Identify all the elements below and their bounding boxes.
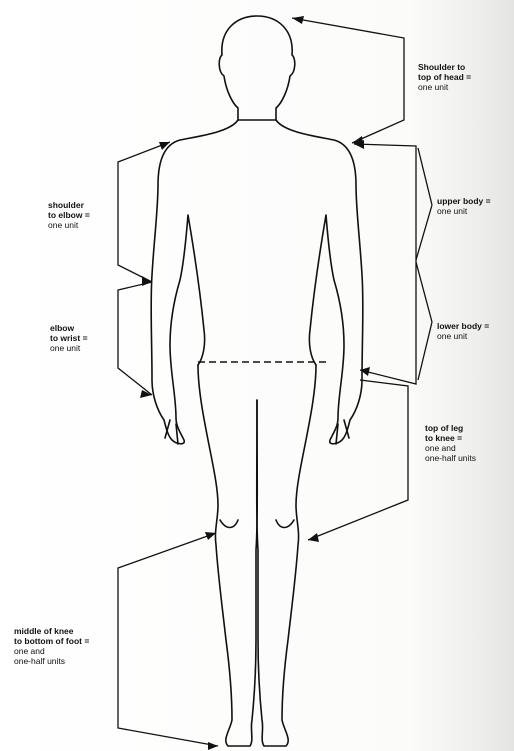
bracket-right-vertical bbox=[354, 144, 416, 384]
label-line: top of leg bbox=[425, 423, 476, 433]
label-line: top of head = bbox=[418, 72, 471, 82]
label-line: upper body = bbox=[437, 196, 491, 206]
label-knee-to-foot: middle of knee to bottom of foot = one a… bbox=[14, 626, 89, 666]
label-lower-body: lower body = one unit bbox=[437, 321, 489, 341]
label-line: to elbow = bbox=[48, 210, 90, 220]
label-line: to wrist = bbox=[50, 333, 88, 343]
right-body-outline bbox=[276, 120, 363, 444]
label-elbow-to-wrist: elbow to wrist = one unit bbox=[50, 323, 88, 353]
label-shoulder-to-head: Shoulder to top of head = one unit bbox=[418, 62, 471, 92]
leader-lower-body bbox=[416, 262, 432, 380]
left-leg-outline bbox=[198, 365, 257, 746]
label-line: one unit bbox=[418, 82, 471, 92]
arrowhead bbox=[205, 532, 216, 540]
bracket-knee-foot bbox=[118, 533, 218, 746]
bracket-elbow-wrist bbox=[118, 282, 152, 395]
label-shoulder-to-elbow: shoulder to elbow = one unit bbox=[48, 200, 90, 230]
label-line: Shoulder to bbox=[418, 62, 471, 72]
arrowhead bbox=[208, 742, 218, 750]
label-upper-body: upper body = one unit bbox=[437, 196, 491, 216]
head-outline bbox=[219, 16, 295, 120]
left-body-outline bbox=[151, 120, 238, 444]
label-line: one-half units bbox=[14, 656, 89, 666]
label-line: lower body = bbox=[437, 321, 489, 331]
bracket-shoulder-elbow bbox=[118, 142, 170, 282]
arrowhead bbox=[292, 16, 304, 24]
label-line: middle of knee bbox=[14, 626, 89, 636]
bracket-shoulder-head bbox=[292, 18, 404, 143]
arrowhead bbox=[308, 533, 319, 542]
label-line: one and bbox=[14, 646, 89, 656]
label-line: one unit bbox=[48, 220, 90, 230]
label-line: one unit bbox=[437, 331, 489, 341]
leader-upper-body bbox=[416, 148, 432, 260]
label-line: one unit bbox=[437, 206, 491, 216]
label-leg-to-knee: top of leg to knee = one and one-half un… bbox=[425, 423, 476, 463]
right-leg-outline bbox=[257, 365, 316, 746]
label-line: one-half units bbox=[425, 453, 476, 463]
label-line: to bottom of foot = bbox=[14, 636, 89, 646]
label-line: elbow bbox=[50, 323, 88, 333]
label-line: shoulder bbox=[48, 200, 90, 210]
label-line: one and bbox=[425, 443, 476, 453]
label-line: to knee = bbox=[425, 433, 476, 443]
label-line: one unit bbox=[50, 343, 88, 353]
